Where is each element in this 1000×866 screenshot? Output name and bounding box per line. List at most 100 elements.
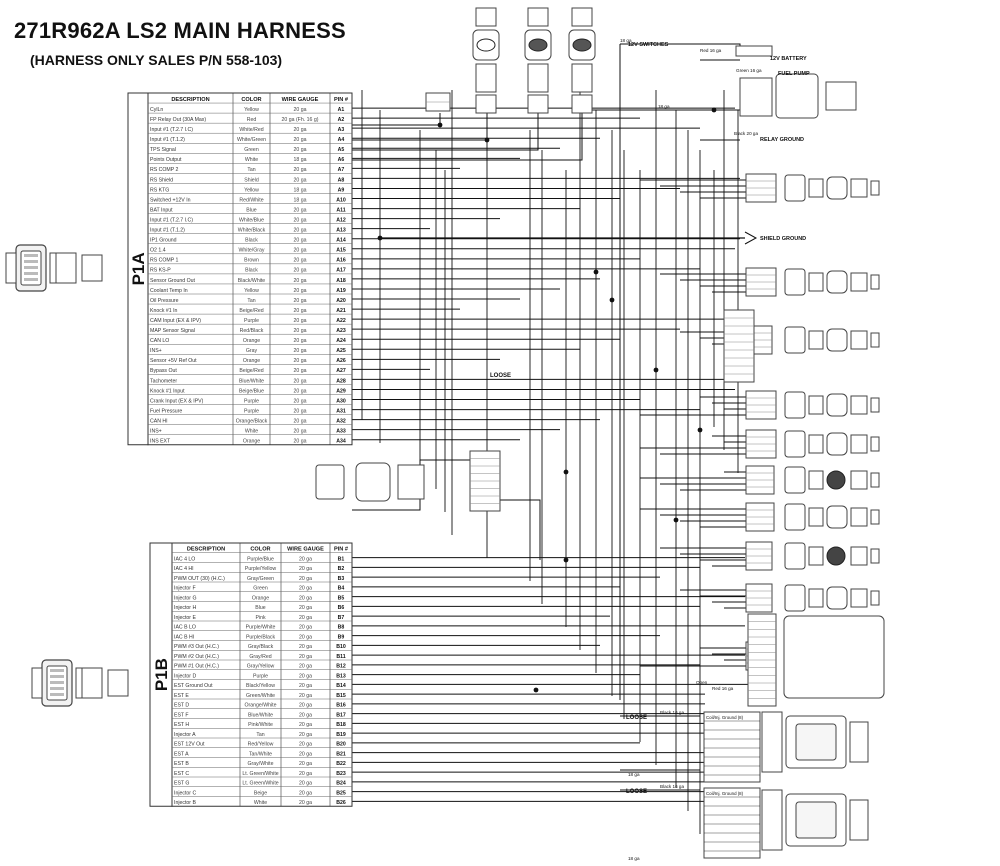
center-connector xyxy=(469,450,501,512)
table-cell: B13 xyxy=(336,673,346,679)
table-cell: O2 1.4 xyxy=(150,248,166,254)
table-cell: White/Gray xyxy=(239,248,265,254)
table-frame xyxy=(171,542,353,807)
table-cell: 20 ga xyxy=(294,238,307,244)
table-cell: 20 ga xyxy=(299,605,312,611)
table-cell: 20 ga xyxy=(294,228,307,234)
table-cell: A23 xyxy=(336,328,346,334)
wire xyxy=(352,113,488,141)
table-cell: Orange/White xyxy=(244,703,276,709)
sensor-body xyxy=(784,268,806,296)
relay-body xyxy=(775,73,819,119)
p1a-connector xyxy=(5,244,103,292)
splice-dot xyxy=(609,297,615,303)
table-cell: 20 ga xyxy=(294,258,307,264)
coil-pin-table-1 xyxy=(703,711,761,783)
sensor-body xyxy=(784,542,806,570)
plug-face xyxy=(572,38,592,52)
connector-pin-row xyxy=(50,675,64,678)
table-cell: A28 xyxy=(336,378,346,384)
label-loose-2: LOOSE xyxy=(626,715,647,721)
splice-dot xyxy=(563,469,569,475)
splice-dot xyxy=(711,107,717,113)
table-cell: A5 xyxy=(338,147,345,153)
label-open: Open xyxy=(696,680,708,685)
sensor-tip xyxy=(870,509,880,525)
connector-pin-row xyxy=(24,272,38,275)
table-cell: Knock #1 Input xyxy=(150,388,185,394)
label-black-16ga-2: Black 16 ga xyxy=(660,784,684,789)
table-cell: Black xyxy=(245,268,258,274)
table-cell: B9 xyxy=(338,634,345,640)
table-cell: B11 xyxy=(336,654,345,660)
table-cell: B22 xyxy=(336,761,346,767)
table-cell: EST Ground Out xyxy=(174,683,213,689)
sensor-tip xyxy=(870,180,880,196)
sensor-body xyxy=(784,326,806,354)
plug-tail xyxy=(527,63,549,93)
label-relay-ground: RELAY GROUND xyxy=(760,137,804,143)
sensor-head xyxy=(826,270,848,294)
sensor-head xyxy=(826,176,848,200)
table-cell: Green xyxy=(244,147,259,153)
table-cell: 20 ga xyxy=(299,673,312,679)
right-sensor-6 xyxy=(784,466,880,494)
table-cell: 20 ga xyxy=(294,338,307,344)
table-cell: Sensor +5V Ref Out xyxy=(150,358,197,364)
table-cell: 20 ga xyxy=(299,576,312,582)
right-connector-1 xyxy=(745,173,777,203)
table-cell: A20 xyxy=(336,298,346,304)
label-red-16ga-lower: Red 16 ga xyxy=(712,686,734,691)
sensor-neck xyxy=(808,507,824,527)
table-cell: A29 xyxy=(336,388,346,394)
table-cell: IAC B LO xyxy=(174,625,196,631)
table-cell: 20 ga xyxy=(299,634,312,640)
lower-pinbox xyxy=(747,613,777,707)
table-cell: 20 ga xyxy=(299,566,312,572)
table-cell: Green/White xyxy=(246,693,275,699)
table-cell: B15 xyxy=(336,693,346,699)
table-cell: 20 ga xyxy=(299,586,312,592)
table-cell: A18 xyxy=(336,278,346,284)
table-cell: White/Black xyxy=(238,228,266,234)
table-cell: PWM #1 Out (H.C.) xyxy=(174,664,219,670)
battery-ring xyxy=(735,45,773,57)
label-red-16ga: Red 16 ga xyxy=(700,48,722,53)
label-18ga-lower: 18 ga xyxy=(628,772,640,777)
table-cell: Injector D xyxy=(174,673,196,679)
right-connector-9 xyxy=(745,583,773,613)
sensor-tip xyxy=(870,397,880,413)
table-cell: Purple xyxy=(244,318,259,324)
right-connector-6 xyxy=(745,465,775,495)
table-cell: CAM Input (EX & IPV) xyxy=(150,318,201,324)
table-cell: RS COMP 1 xyxy=(150,258,179,264)
table-cell: B24 xyxy=(336,781,346,787)
table-cell: 20 ga xyxy=(294,177,307,183)
table-cell: Bypass Out xyxy=(150,368,177,374)
table-cell: A8 xyxy=(338,177,345,183)
table-cell: 20 ga xyxy=(294,207,307,213)
table-cell: 18 ga xyxy=(294,187,307,193)
table-cell: B14 xyxy=(336,683,346,689)
table-cell: Yellow xyxy=(244,107,259,113)
splice-dot xyxy=(697,427,703,433)
table-cell: Orange xyxy=(243,358,260,364)
table-cell: IAC B HI xyxy=(174,634,194,640)
table-cell: INS+ xyxy=(150,348,162,354)
p1a-table-label: P1A xyxy=(129,252,148,285)
table-cell: 20 ga xyxy=(299,761,312,767)
table-cell: A10 xyxy=(336,197,346,203)
sensor-head xyxy=(826,470,846,490)
connector-boot xyxy=(107,669,129,697)
table-cell: A21 xyxy=(336,308,346,314)
table-cell: INS+ xyxy=(150,429,162,435)
table-cell: White/Red xyxy=(239,127,263,133)
table-cell: 20 ga xyxy=(299,722,312,728)
sensor-tip xyxy=(870,548,880,564)
splice-dot xyxy=(563,557,569,563)
table-cell: Injector B xyxy=(174,800,196,806)
sensor-body xyxy=(784,503,806,531)
table-cell: Beige/Blue xyxy=(239,388,264,394)
table-cell: Gray/Red xyxy=(249,654,271,660)
table-cell: 20 ga xyxy=(294,107,307,113)
